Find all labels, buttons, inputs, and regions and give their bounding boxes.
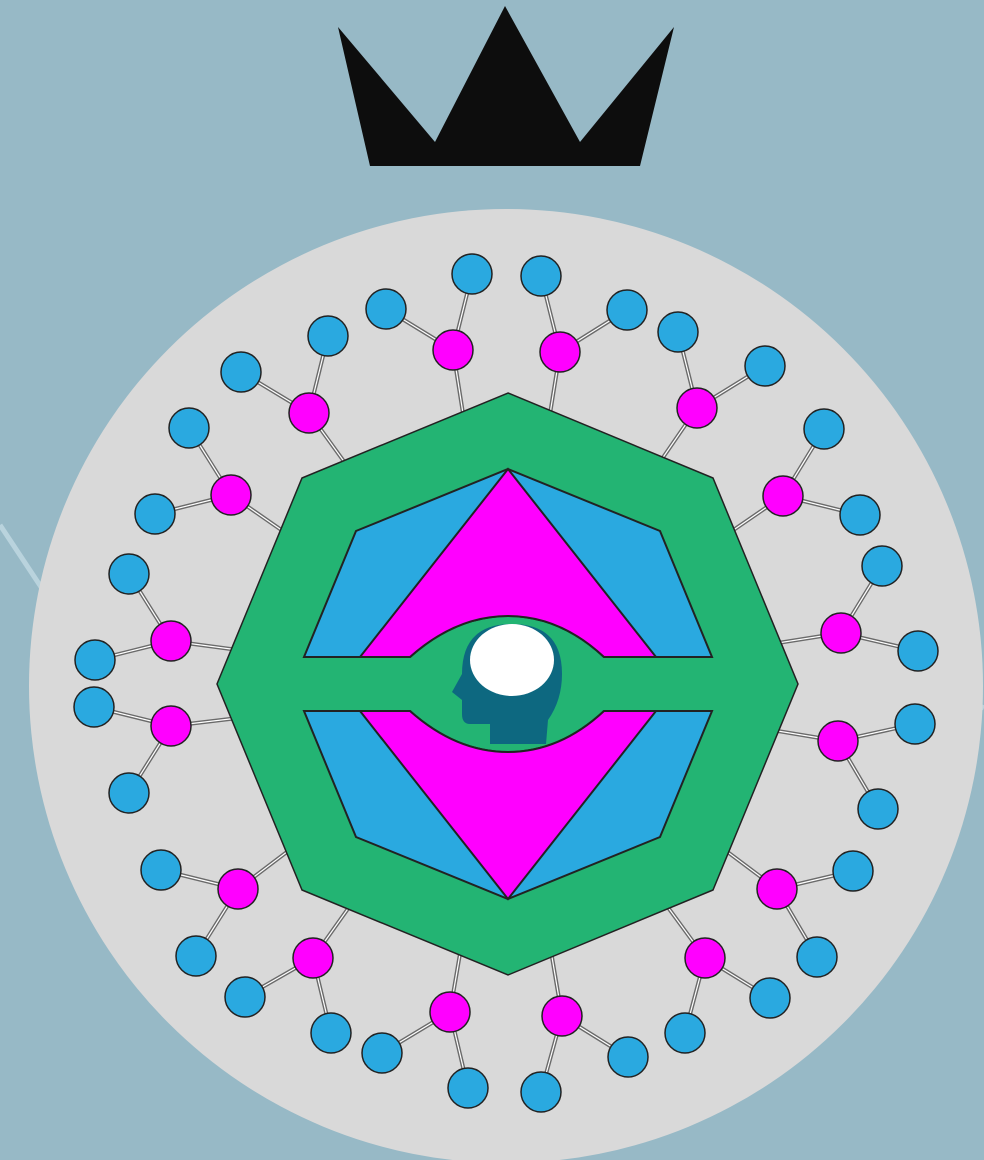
hub-node bbox=[821, 613, 861, 653]
leaf-node bbox=[607, 290, 647, 330]
leaf-node bbox=[833, 851, 873, 891]
leaf-node bbox=[898, 631, 938, 671]
leaf-node bbox=[176, 936, 216, 976]
hub-node bbox=[151, 621, 191, 661]
leaf-node bbox=[862, 546, 902, 586]
leaf-node bbox=[521, 1072, 561, 1112]
hub-node bbox=[293, 938, 333, 978]
hub-node bbox=[757, 869, 797, 909]
leaf-node bbox=[225, 977, 265, 1017]
leaf-node bbox=[745, 346, 785, 386]
leaf-node bbox=[858, 789, 898, 829]
leaf-node bbox=[840, 495, 880, 535]
hub-node bbox=[218, 869, 258, 909]
leaf-node bbox=[521, 256, 561, 296]
hub-node bbox=[685, 938, 725, 978]
leaf-node bbox=[308, 316, 348, 356]
leaf-node bbox=[658, 312, 698, 352]
hub-node bbox=[542, 996, 582, 1036]
leaf-node bbox=[750, 978, 790, 1018]
leaf-node bbox=[895, 704, 935, 744]
leaf-node bbox=[448, 1068, 488, 1108]
leaf-node bbox=[135, 494, 175, 534]
hub-node bbox=[763, 476, 803, 516]
leaf-node bbox=[665, 1013, 705, 1053]
hub-node bbox=[430, 992, 470, 1032]
hub-node bbox=[818, 721, 858, 761]
hub-node bbox=[540, 332, 580, 372]
leaf-node bbox=[109, 773, 149, 813]
leaf-node bbox=[797, 937, 837, 977]
leaf-node bbox=[608, 1037, 648, 1077]
head-highlight-circle bbox=[470, 624, 554, 696]
leaf-node bbox=[452, 254, 492, 294]
leaf-node bbox=[221, 352, 261, 392]
hub-node bbox=[433, 330, 473, 370]
leaf-node bbox=[311, 1013, 351, 1053]
leaf-node bbox=[804, 409, 844, 449]
hub-node bbox=[289, 393, 329, 433]
hub-node bbox=[211, 475, 251, 515]
hub-node bbox=[151, 706, 191, 746]
leaf-node bbox=[169, 408, 209, 448]
leaf-node bbox=[366, 289, 406, 329]
leaf-node bbox=[141, 850, 181, 890]
leaf-node bbox=[109, 554, 149, 594]
leaf-node bbox=[75, 640, 115, 680]
hub-node bbox=[677, 388, 717, 428]
leaf-node bbox=[362, 1033, 402, 1073]
leaf-node bbox=[74, 687, 114, 727]
